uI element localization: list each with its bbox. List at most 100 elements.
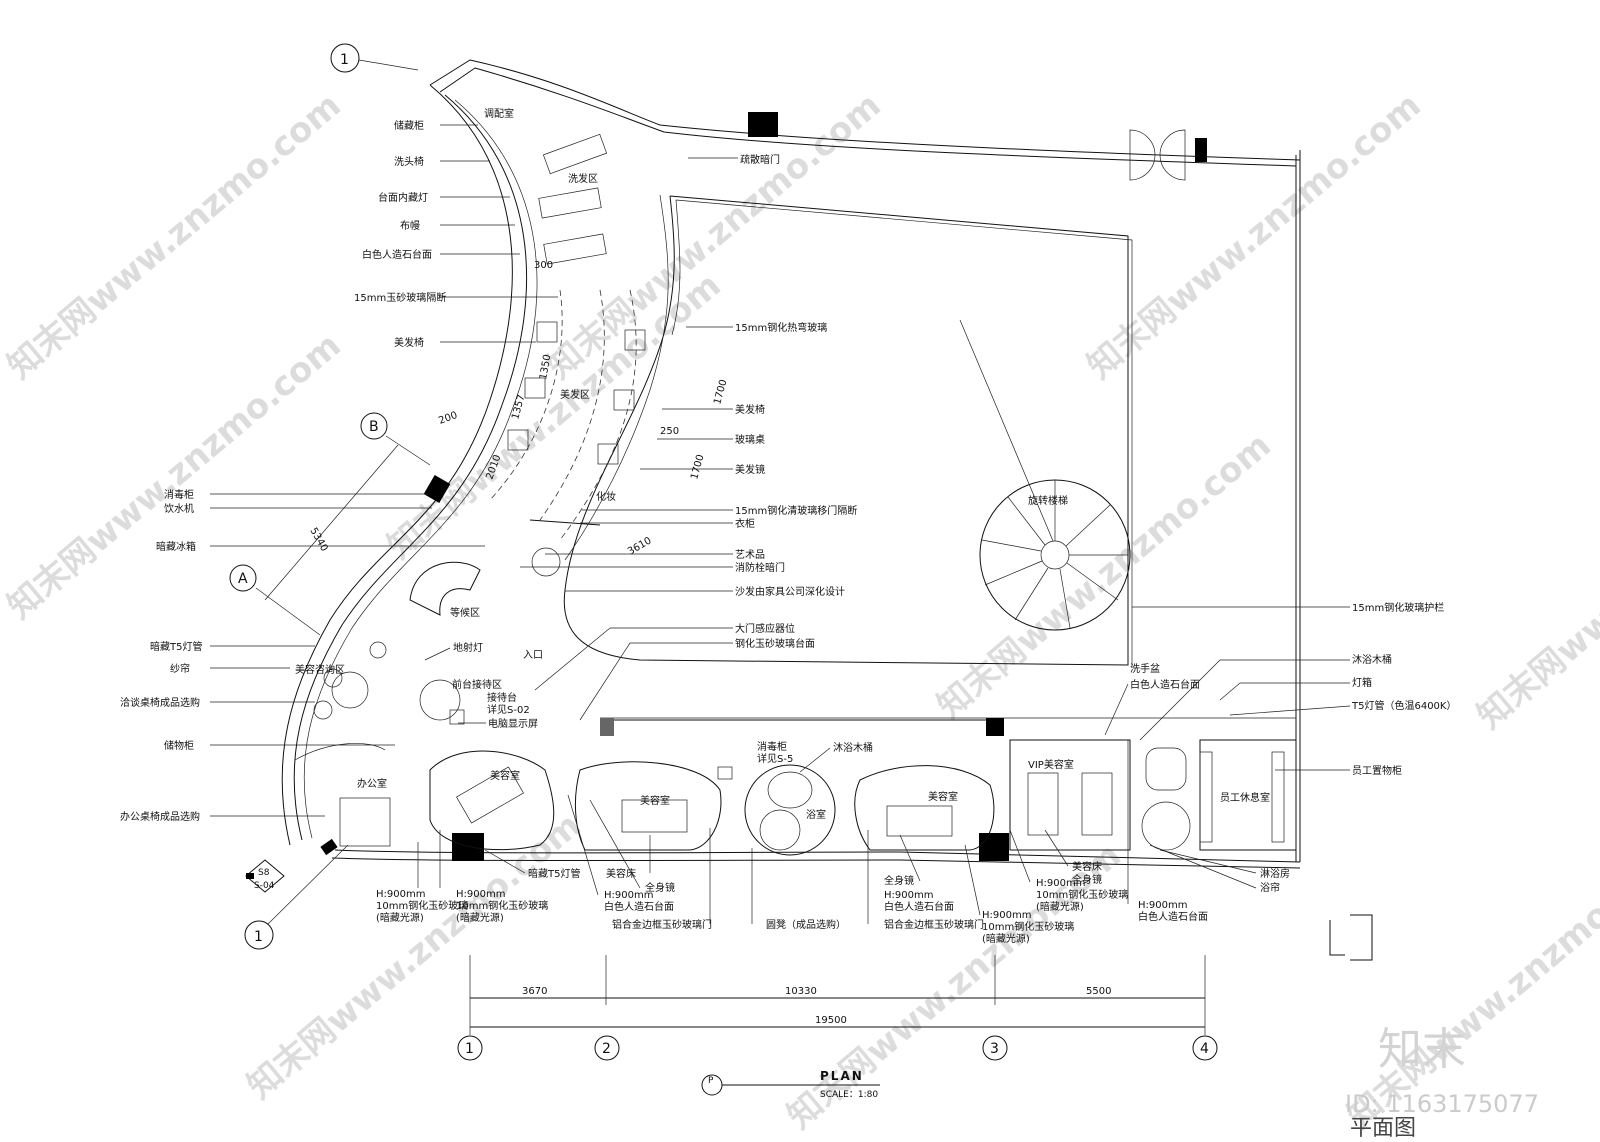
label-left: 15mm玉砂玻璃隔断 [354,291,446,304]
label-left: 洗头椅 [394,155,424,168]
axis-2: 2 [602,1041,611,1057]
room-meirong-2: 美容室 [640,794,670,807]
label-curtain: 浴帘 [1260,881,1280,894]
dim-1700-a: 1700 [712,378,729,405]
spiral-stair [959,319,1131,631]
label-right: 衣柜 [735,517,755,530]
left-annotations: 储藏柜 洗头椅 台面内藏灯 布幔 白色人造石台面 15mm玉砂玻璃隔断 美发椅 … [120,119,558,823]
dim-3670: 3670 [522,986,547,997]
label-hidden-light: (暗藏光源) [982,932,1030,945]
room-tiaopei: 调配室 [484,107,514,120]
axis-1: 1 [465,1041,474,1057]
bottom-annotations: 消毒柜 详见S-5 沐浴木桶 沐浴木桶 洗手盆 白色人造石台面 灯箱 T5灯管（… [376,653,1456,945]
label-mirror: 全身镜 [1072,873,1102,886]
label-right: 15mm钢化玻璃护栏 [1352,601,1444,614]
label-left: 饮水机 [164,502,194,515]
room-bangong: 办公室 [357,777,387,790]
dim-200: 200 [437,410,459,427]
watermark-text: 知末网www.znzmo.com [0,325,349,627]
dimension-chain: 3670 10330 5500 19500 1 2 3 4 [457,955,1218,1061]
label-right: 详见S-02 [487,703,530,716]
label-left: 洽谈桌椅成品选购 [120,696,200,709]
label-right: 15mm钢化清玻璃移门隔断 [735,504,857,517]
label-right: 艺术品 [735,549,765,561]
column-block [986,718,1004,736]
label-right: 疏散暗门 [740,153,780,166]
label-disinfect-ref: 详见S-5 [757,752,793,765]
label-bed: 美容床 [606,867,636,880]
label-left: 储藏柜 [394,119,424,132]
dim-1350: 1350 [538,354,553,381]
column-block [423,474,451,504]
room-zixun: 美容咨询区 [295,663,345,676]
room-louti: 旋转楼梯 [1028,494,1068,507]
label-h900: H:900mm [1036,878,1085,889]
dim-1700-b: 1700 [689,453,706,480]
label-right: 美发椅 [735,403,765,416]
watermark-text: 知末网www.znzmo.com [930,425,1279,727]
label-glass: 10mm钢化玉砂玻璃 [982,920,1074,933]
grid-mark-1-bottom: 1 [254,929,263,945]
label-right: 15mm钢化热弯玻璃 [735,321,827,334]
label-t5: T5灯管（色温6400K） [1351,699,1456,712]
label-right: 消防栓暗门 [735,561,785,574]
label-shower: 淋浴房 [1260,867,1290,880]
title-block: P PLAN SCALE：1:80 平面图 [701,914,1416,1141]
grid-mark-a: A [238,571,248,587]
label-right: 地射灯 [453,641,483,654]
room-qiantai: 前台接待区 [452,678,502,691]
label-glass: 10mm钢化玉砂玻璃 [1036,888,1128,901]
watermark-text: 知末网www.znzmo.com [0,85,349,387]
left-furniture [294,133,646,761]
label-left: 美发椅 [394,336,424,349]
building-outline [281,59,1301,869]
room-rukou: 入口 [523,650,543,661]
label-t5-hidden: 暗藏T5灯管 [528,867,580,880]
plan-title: PLAN [820,1069,864,1083]
label-hidden-light: (暗藏光源) [456,911,504,924]
watermark-text: 知末网www.znzmo.com [240,805,589,1107]
label-hidden-light: (暗藏光源) [376,911,424,924]
dim-5500: 5500 [1086,986,1111,997]
label-left: 暗藏T5灯管 [150,640,202,653]
label-left: 消毒柜 [164,488,194,501]
room-huazhuang: 化妆 [596,490,616,503]
column-block [320,838,338,856]
label-left: 暗藏冰箱 [156,540,196,553]
dim-5340: 5340 [307,526,329,554]
label-mirror: 全身镜 [884,874,914,887]
label-h900: H:900mm [1138,900,1187,911]
watermark-brand: 知末 [1378,1024,1466,1075]
room-xifa: 洗发区 [568,172,598,185]
interior-partitions [339,739,1297,856]
label-right: 美发镜 [735,463,765,476]
label-mirror: 全身镜 [645,881,675,894]
grid-mark-1-top: 1 [340,52,349,68]
label-left: 储物柜 [164,739,194,752]
label-stone: 白色人造石台面 [1138,910,1208,923]
column-block [452,833,484,861]
label-right: 钢化玉砂玻璃台面 [735,637,815,650]
room-meirong-3: 美容室 [928,790,958,803]
label-left: 白色人造石台面 [362,248,432,261]
plan-scale: SCALE：1:80 [820,1090,878,1100]
column-block [600,718,614,736]
label-h900: H:900mm [456,889,505,900]
label-right: 沙发由家具公司深化设计 [735,585,845,598]
label-right: 电脑显示屏 [488,717,538,730]
label-lightbox: 灯箱 [1352,676,1372,689]
label-stone: 白色人造石台面 [604,900,674,913]
dim-250: 250 [660,426,679,437]
label-left: 纱帘 [170,662,190,675]
room-denghou: 等候区 [450,606,480,619]
label-h900: H:900mm [982,910,1031,921]
label-basin: 洗手盆 [1130,662,1160,675]
room-vip: VIP美容室 [1028,758,1074,771]
label-right: 玻璃桌 [735,433,765,446]
label-stone-top: 白色人造石台面 [1130,678,1200,691]
label-h900: H:900mm [604,890,653,901]
label-glass: 10mm钢化玉砂玻璃 [456,899,548,912]
label-alu-door: 铝合金边框玉砂玻璃门 [884,918,984,931]
column-block [1195,138,1207,162]
column-block [748,112,778,137]
